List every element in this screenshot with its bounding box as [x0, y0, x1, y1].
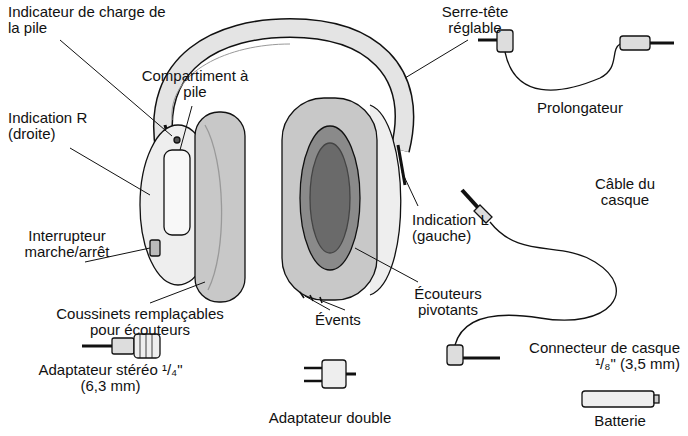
- part-label: Câble du casque: [570, 176, 680, 208]
- part-label: Prolongateur: [525, 100, 635, 116]
- part-label: Connecteur de casque ¹/₈" (3,5 mm): [520, 340, 680, 372]
- battery: [582, 391, 659, 407]
- ear-cushion: [282, 98, 377, 300]
- driver: [310, 143, 350, 253]
- ear-cushion: [195, 112, 245, 302]
- part-label: Évents: [315, 312, 385, 328]
- double-adapter: [304, 360, 356, 388]
- vents: [300, 292, 322, 303]
- part-label: Adaptateur stéréo ¹/₄" (6,3 mm): [38, 362, 183, 394]
- part-label: Indication L (gauche): [412, 212, 517, 244]
- part-label: Écouteurs pivotants: [398, 286, 498, 318]
- earcup-opening: [300, 126, 360, 270]
- part-label: Indicateur de charge de la pile: [8, 4, 168, 36]
- battery-indicator: [174, 137, 180, 143]
- battery-compartment: [164, 150, 190, 235]
- cushion-detail: [205, 125, 222, 290]
- part-label: Batterie: [585, 413, 655, 429]
- part-label: Serre-tête réglable: [420, 4, 530, 36]
- part-label: Coussinets remplaçables pour écouteurs: [40, 306, 240, 338]
- part-label: Indication R (droite): [8, 110, 103, 142]
- part-label: Adaptateur double: [250, 410, 410, 426]
- part-label: Compartiment à pile: [140, 68, 250, 100]
- part-label: Interrupteur marche/arrêt: [12, 228, 122, 260]
- power-switch: [150, 240, 160, 256]
- leader-lines: [60, 40, 468, 310]
- extension-cord: [478, 30, 674, 90]
